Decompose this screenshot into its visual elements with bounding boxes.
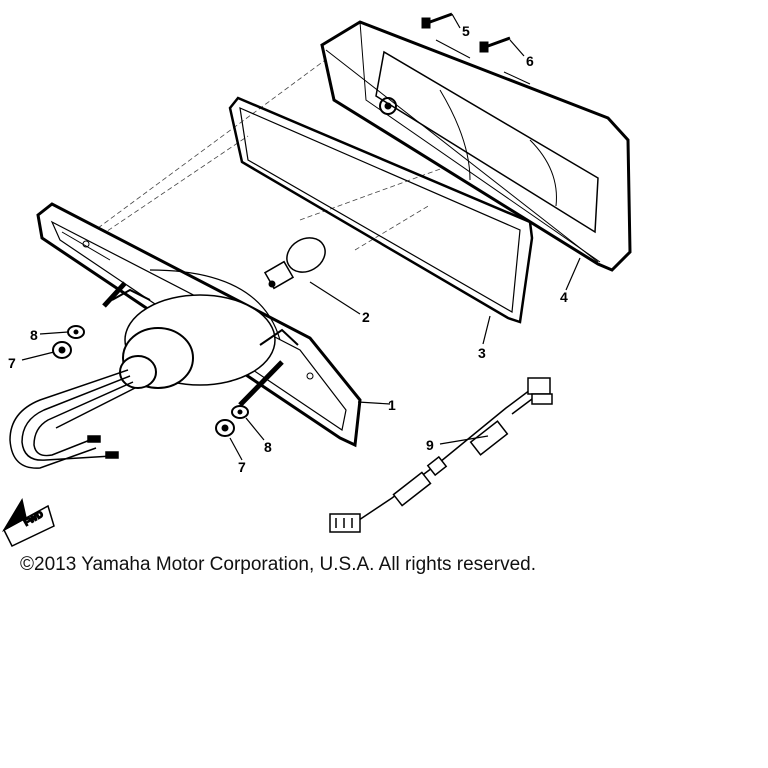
fwd-arrow-icon: FWD <box>1 498 55 547</box>
exploded-parts-diagram: FWD 1 2 3 4 5 6 7 8 7 8 9 <box>1 12 632 547</box>
callout-bulb: 2 <box>362 309 370 325</box>
callout-gasket: 3 <box>478 345 486 361</box>
nut-left <box>52 341 72 359</box>
callout-washer-left: 8 <box>30 327 38 343</box>
callout-nut-right: 7 <box>238 459 246 475</box>
callout-lens-frame: 1 <box>388 397 396 413</box>
callout-leaders <box>21 13 581 461</box>
lamp-socket <box>102 269 299 407</box>
bulb <box>263 237 326 290</box>
lamp-housing <box>320 20 632 272</box>
callout-washer-right: 8 <box>264 439 272 455</box>
callout-housing: 4 <box>560 289 568 305</box>
screw-a <box>421 12 453 29</box>
nut-right <box>215 419 235 437</box>
screw-b <box>479 36 511 53</box>
gasket <box>228 96 534 324</box>
callout-nut-left: 7 <box>8 355 16 371</box>
callout-screw-a: 5 <box>462 23 470 39</box>
callout-wire-harness: 9 <box>426 437 434 453</box>
washer-left <box>67 325 85 339</box>
washer-right <box>231 405 249 419</box>
wire-harness <box>329 377 553 533</box>
callout-screw-b: 6 <box>526 53 534 69</box>
copyright-notice: ©2013 Yamaha Motor Corporation, U.S.A. A… <box>20 554 536 575</box>
socket-wires <box>9 369 136 469</box>
